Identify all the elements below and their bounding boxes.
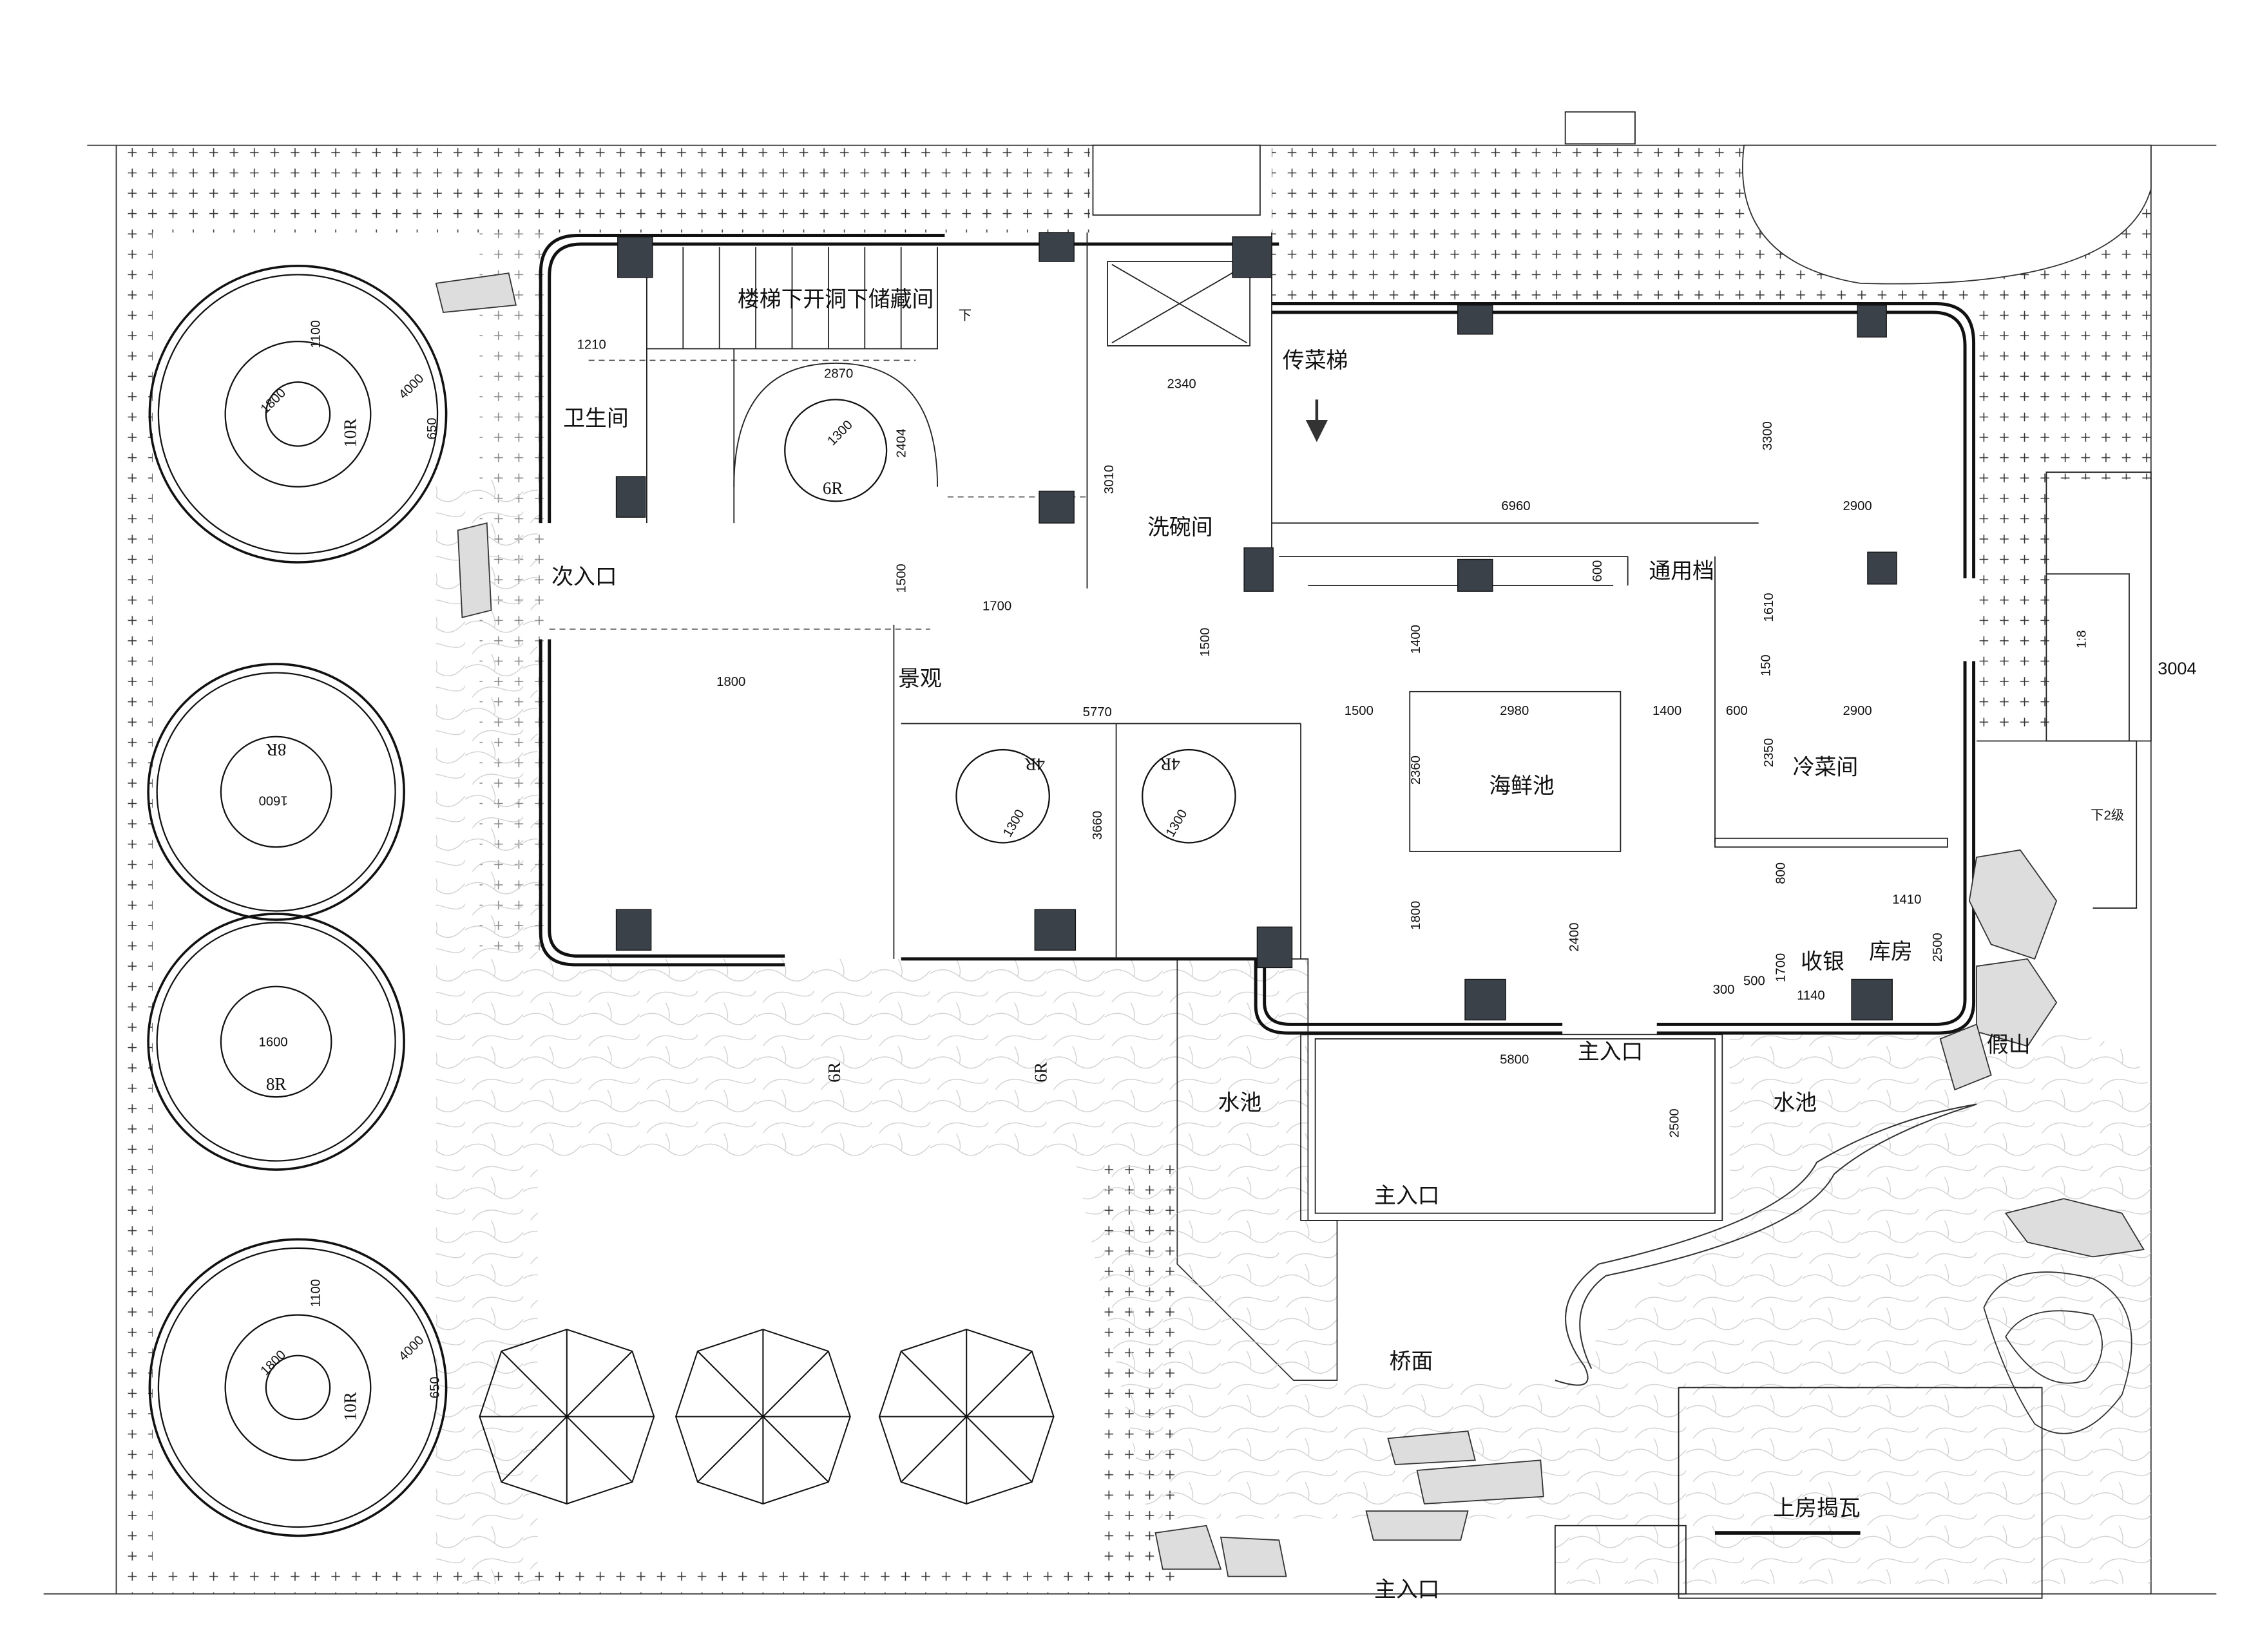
label-rockery: 假山 — [1987, 1032, 2031, 1057]
table-label: 8R — [265, 740, 287, 759]
label-store-room: 库房 — [1869, 939, 1913, 964]
stone-paving — [436, 479, 2151, 1584]
dimension-label: 1800 — [1409, 901, 1423, 930]
dimension-label: 2360 — [1409, 755, 1423, 784]
dimension-label: 2500 — [1668, 1108, 1682, 1137]
table-label: 10R — [341, 418, 360, 448]
dimension-label: 2900 — [1843, 704, 1872, 718]
umbrellas — [479, 1329, 1055, 1505]
label-storage: 楼梯下开洞下储藏间 — [738, 287, 934, 312]
label-bridge: 桥面 — [1390, 1349, 1433, 1374]
table-label: 4R — [1024, 755, 1046, 774]
dimension-label: 6960 — [1501, 499, 1530, 513]
dimension-label: 1600 — [259, 1035, 288, 1049]
dimension-label: 2900 — [1843, 499, 1872, 513]
table-label: 10R — [341, 1391, 360, 1421]
dimension-label: 1610 — [1762, 593, 1776, 622]
dimension-label: 2870 — [824, 367, 853, 381]
dimension-label: 1300 — [1164, 807, 1191, 839]
dimension-label: 1400 — [1409, 625, 1423, 654]
dimension-label: 4000 — [396, 372, 426, 402]
dimension-label: 600 — [1726, 704, 1748, 718]
dimension-label: 1140 — [1797, 989, 1825, 1003]
dimension-label: 1300 — [825, 418, 855, 448]
dimension-label: 3300 — [1761, 421, 1775, 450]
table-label: 6R — [823, 479, 844, 498]
label-landscape: 景观 — [898, 666, 942, 691]
round-tables — [147, 265, 1236, 1537]
dimension-label: 3660 — [1091, 811, 1105, 840]
dimension-label: 2500 — [1931, 933, 1945, 962]
dimension-label: 1700 — [982, 599, 1011, 613]
label-cashier: 收银 — [1801, 949, 1844, 974]
dimension-label: 650 — [425, 418, 439, 440]
dimension-label: 5800 — [1500, 1052, 1529, 1067]
label-ramp: 1:8 — [2074, 631, 2089, 649]
label-level: 3004 — [2158, 658, 2196, 678]
dimension-label: 300 — [1713, 983, 1735, 997]
dimension-label: 600 — [1591, 560, 1605, 582]
down-arrow-icon — [1305, 399, 1328, 442]
label-down: 下 — [959, 309, 972, 323]
dimension-label: 2340 — [1167, 377, 1196, 391]
dimension-label: 1500 — [1198, 628, 1212, 657]
label-pool: 水池 — [1218, 1090, 1261, 1116]
label-main-entrance[interactable]: 主入口 — [1374, 1183, 1439, 1208]
room-labels: 楼梯下开洞下储藏间 卫生间 传菜梯 洗碗间 次入口 通用档 景观 海鲜池 冷菜间… — [551, 287, 2196, 1602]
dimension-label: 2350 — [1762, 738, 1776, 767]
dimension-label: 1800 — [258, 1348, 289, 1378]
label-main-entrance[interactable]: 主入口 — [1578, 1040, 1643, 1065]
dimension-label: 150 — [1759, 654, 1774, 676]
label-toilet: 卫生间 — [563, 406, 628, 431]
label-seafood-pool: 海鲜池 — [1489, 774, 1554, 799]
table-labels: 10R 8R 8R 10R 6R 4R 4R 6R 6R — [265, 418, 1180, 1421]
label-roof-tiles: 上房揭瓦 — [1773, 1495, 1860, 1521]
dimension-label: 4000 — [396, 1333, 426, 1363]
dimension-label: 800 — [1774, 862, 1788, 884]
label-dumbwaiter: 传菜梯 — [1283, 348, 1348, 373]
table-label: 8R — [266, 1074, 287, 1094]
dimension-label: 1400 — [1652, 704, 1681, 718]
dimension-label: 1300 — [1001, 807, 1028, 839]
dimension-label: 1600 — [259, 793, 288, 807]
dimension-label: 2980 — [1500, 704, 1529, 718]
dimension-label: 1410 — [1892, 893, 1921, 907]
dimension-label: 1500 — [894, 564, 908, 593]
label-general-counter: 通用档 — [1649, 558, 1714, 584]
dimension-label: 1100 — [309, 320, 323, 348]
dimension-label: 5770 — [1083, 705, 1112, 719]
label-dishwash: 洗碗间 — [1147, 515, 1212, 540]
rockery — [435, 272, 2145, 1577]
label-main-entrance[interactable]: 主入口 — [1374, 1577, 1439, 1602]
dimension-label: 1800 — [258, 386, 289, 416]
structural-columns — [615, 232, 1897, 1021]
planting-zone — [116, 144, 2152, 1594]
dimension-label: 3010 — [1102, 465, 1116, 494]
table-label: 6R — [825, 1061, 844, 1083]
dimension-label: 2404 — [894, 428, 908, 457]
table-label: 4R — [1159, 755, 1180, 774]
label-down-steps: 下2级 — [2091, 808, 2124, 822]
dimension-label: 1500 — [1345, 704, 1374, 718]
table-label: 6R — [1031, 1061, 1050, 1083]
dimension-label: 1800 — [716, 675, 745, 689]
label-pool: 水池 — [1773, 1090, 1817, 1116]
dimension-label: 650 — [428, 1376, 442, 1398]
building-walls — [539, 111, 2152, 1599]
label-side-entrance[interactable]: 次入口 — [551, 564, 617, 589]
dimension-label: 1100 — [309, 1279, 323, 1307]
dimension-label: 1210 — [577, 337, 606, 352]
dimension-label: 1700 — [1774, 953, 1788, 982]
label-cold-kitchen: 冷菜间 — [1793, 754, 1858, 779]
dimension-label: 2400 — [1567, 923, 1582, 952]
dimension-label: 500 — [1743, 974, 1765, 989]
